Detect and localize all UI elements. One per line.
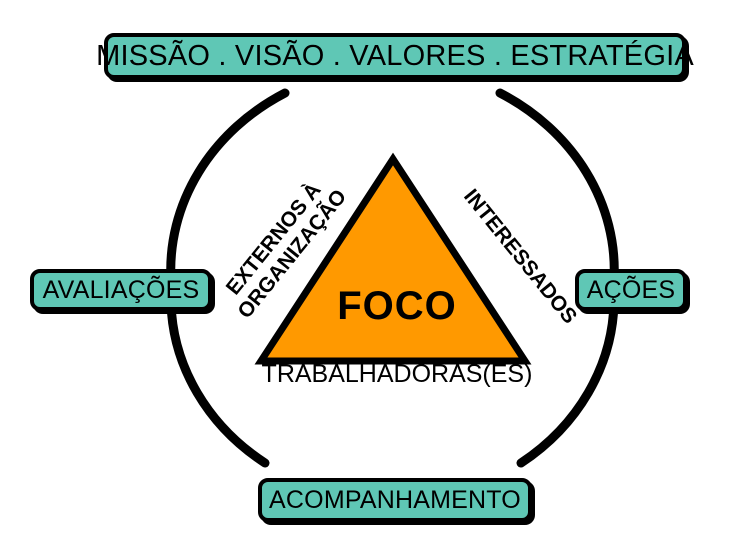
triangle-center-label: FOCO bbox=[337, 284, 457, 328]
box-acoes[interactable]: AÇÕES bbox=[575, 269, 687, 311]
arc-top-right bbox=[495, 88, 619, 285]
arc-bottom-left bbox=[166, 298, 270, 468]
arc-bottom-right bbox=[516, 298, 619, 468]
triangle-base-label: TRABALHADORAS(ES) bbox=[261, 360, 533, 388]
arc-top-left bbox=[166, 88, 290, 285]
box-acompanhamento[interactable]: ACOMPANHAMENTO bbox=[258, 478, 532, 522]
box-mission-vision-values-strategy[interactable]: MISSÃO . VISÃO . VALORES . ESTRATÉGIA bbox=[96, 33, 694, 79]
box-avaliacoes[interactable]: AVALIAÇÕES bbox=[30, 269, 212, 311]
triangle-shape bbox=[254, 152, 532, 365]
focus-triangle bbox=[254, 152, 532, 365]
